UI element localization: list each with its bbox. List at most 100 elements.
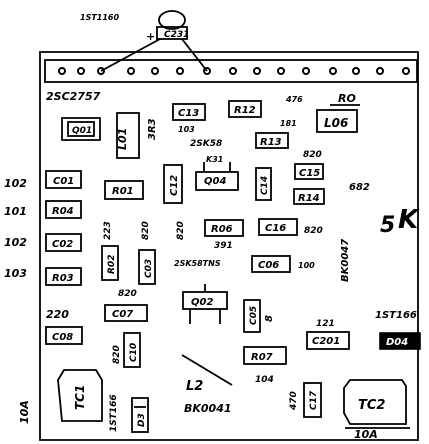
- svg-text:D3: D3: [137, 413, 147, 427]
- v10a-left-label: 10A: [18, 400, 31, 424]
- resistor-r13: R13: [255, 132, 289, 149]
- capacitor-c08: C08: [45, 326, 83, 345]
- capacitor-c12: C12: [163, 164, 183, 204]
- r103-label: 103: [178, 125, 195, 134]
- r181-label: 181: [280, 119, 297, 128]
- bk0041-label: BK0041: [184, 402, 232, 415]
- v470-label: 470: [289, 391, 299, 411]
- capacitor-c17: C17: [303, 382, 322, 418]
- svg-text:TC2: TC2: [358, 398, 385, 413]
- capacitor-c01: C01: [45, 170, 82, 189]
- svg-text:R07: R07: [251, 352, 273, 363]
- svg-text:Q01: Q01: [72, 126, 92, 136]
- left-220: 220: [46, 308, 69, 321]
- svg-text:L01: L01: [116, 128, 129, 150]
- resistor-r06: R06: [204, 219, 244, 237]
- board-outline: [39, 51, 419, 441]
- left-102b: 102: [4, 236, 27, 249]
- r3r3-label: 3R3: [147, 118, 158, 140]
- resistor-r14: R14: [293, 188, 325, 205]
- svg-text:R14: R14: [298, 193, 320, 204]
- resistor-r07: R07: [243, 346, 287, 365]
- svg-text:C07: C07: [112, 309, 133, 320]
- v121-label: 121: [316, 319, 335, 329]
- bk0047-label: BK0047: [340, 239, 351, 282]
- part-top-label: 1ST1160: [80, 13, 119, 22]
- svg-text:C13: C13: [178, 108, 199, 119]
- r820-top-label: 820: [303, 150, 322, 160]
- l2-marker: [181, 354, 233, 386]
- capacitor-c231: C231 + 1ST1160: [80, 10, 208, 72]
- trimmer-tc2: TC2: [343, 379, 407, 425]
- svg-text:R03: R03: [52, 273, 74, 284]
- inductor-l06: L06: [316, 109, 358, 133]
- svg-text:C05: C05: [249, 306, 259, 325]
- svg-text:C06: C06: [258, 260, 279, 271]
- resistor-r04: R04: [45, 200, 82, 219]
- ec15-label: 5: [380, 213, 395, 238]
- terminal-strip: [44, 59, 418, 83]
- d1st166-label: 1ST166: [375, 310, 417, 321]
- capacitor-c05: C05: [243, 299, 261, 333]
- terminal-holes: [58, 67, 410, 75]
- svg-text:L06: L06: [324, 116, 348, 130]
- svg-text:R04: R04: [52, 206, 74, 217]
- v104-label: 104: [255, 375, 274, 385]
- diode-d04: D04: [379, 332, 421, 350]
- svg-text:C201: C201: [312, 336, 340, 347]
- v10a-right-label: 10A: [354, 428, 378, 441]
- k31-label: K31: [206, 155, 223, 164]
- v820d-label: 820: [112, 345, 122, 364]
- capacitor-c07: C07: [104, 304, 148, 322]
- v223-label: 223: [103, 221, 113, 240]
- svg-text:C03: C03: [144, 259, 154, 278]
- r476-label: 476: [285, 95, 303, 104]
- svg-text:C08: C08: [52, 332, 73, 343]
- capacitor-c16: C16: [258, 218, 298, 236]
- transistor-model-label: 2SC2757: [46, 90, 101, 103]
- v820a-label: 820: [141, 221, 151, 240]
- resistor-r03: R03: [45, 267, 82, 286]
- svg-text:C02: C02: [52, 239, 73, 250]
- svg-text:C10: C10: [129, 343, 139, 362]
- l2-label: L2: [186, 379, 203, 394]
- trimmer-tc1: TC1: [57, 369, 103, 422]
- svg-text:C12: C12: [169, 175, 180, 196]
- plus-label: +: [146, 30, 155, 43]
- v820b-label: 820: [176, 221, 186, 240]
- svg-text:C17: C17: [309, 390, 319, 410]
- inductor-l01: L01: [116, 112, 140, 159]
- r682-label: 682: [349, 182, 370, 193]
- svg-text:R06: R06: [211, 224, 233, 235]
- capacitor-c03: C03: [138, 249, 156, 285]
- svg-text:R01: R01: [112, 186, 134, 197]
- fet-2sk-label: 2SK58: [190, 139, 222, 149]
- transistor-q02: Q02: [182, 284, 228, 324]
- capacitor-c06: C06: [251, 255, 291, 273]
- svg-text:C01: C01: [53, 176, 74, 187]
- svg-text:C15: C15: [299, 168, 320, 179]
- svg-text:C16: C16: [265, 223, 286, 234]
- capacitor-c13: C13: [172, 103, 206, 121]
- v100-label: 100: [298, 261, 315, 270]
- v820c-label: 820: [304, 226, 323, 236]
- capacitor-c02: C02: [45, 233, 82, 252]
- capacitor-c10: C10: [123, 332, 141, 368]
- transistor-q01: Q01: [61, 117, 101, 141]
- resistor-r01: R01: [104, 180, 144, 200]
- svg-text:R13: R13: [260, 137, 282, 148]
- svg-text:TC1: TC1: [73, 385, 87, 410]
- fet-2sk2-label: 2SK58TNS: [174, 259, 221, 268]
- svg-text:R12: R12: [234, 105, 256, 116]
- svg-text:Q02: Q02: [191, 297, 213, 308]
- transistor-q04: Q04: [195, 162, 239, 191]
- svg-text:D04: D04: [386, 337, 408, 348]
- resistor-r12: R12: [228, 100, 262, 118]
- v391-label: 391: [214, 241, 233, 251]
- ro-label: RO: [338, 92, 356, 105]
- left-101: 101: [4, 205, 27, 218]
- d1st166b-label: 1ST166: [109, 394, 119, 432]
- capacitor-c201: C201: [306, 331, 350, 350]
- svg-text:R02: R02: [107, 255, 117, 274]
